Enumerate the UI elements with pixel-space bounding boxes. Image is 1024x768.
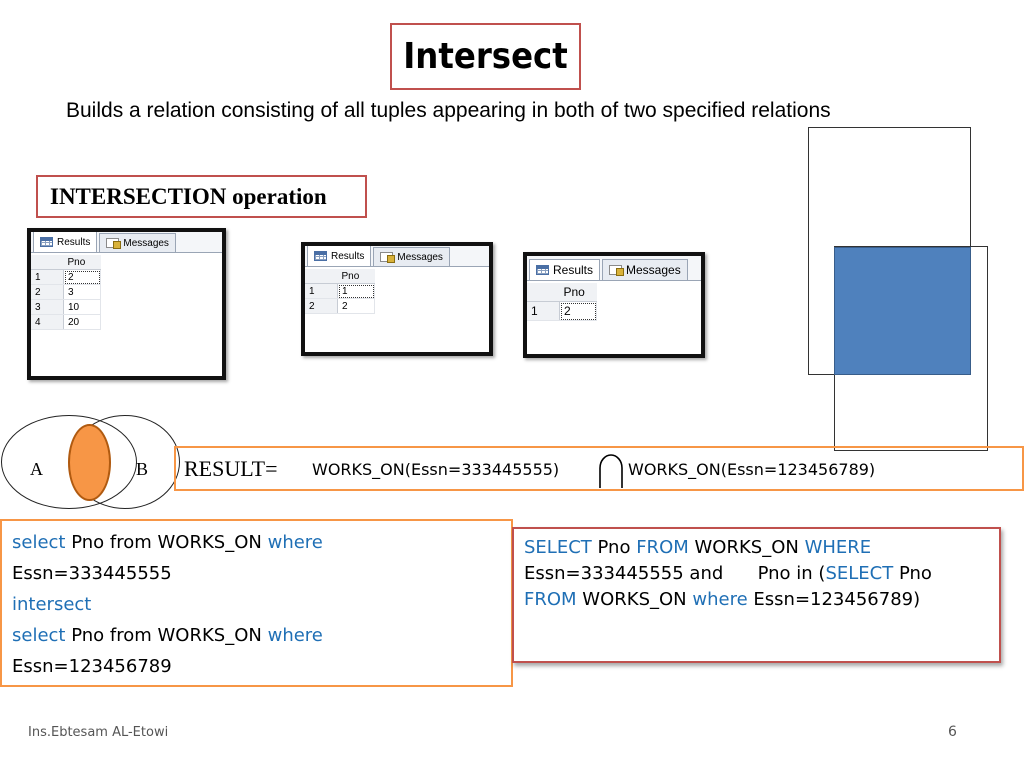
row-number[interactable]: 1: [305, 283, 338, 299]
cell-pno[interactable]: 1: [337, 283, 375, 299]
row-number[interactable]: 2: [305, 298, 338, 314]
tab-messages[interactable]: Messages: [373, 247, 450, 266]
tab-messages[interactable]: Messages: [602, 259, 688, 280]
tab-results-label: Results: [553, 263, 594, 277]
messages-icon: [106, 238, 122, 249]
venn-label-a: A: [30, 459, 43, 479]
query-line: FROM WORKS_ON where Essn=123456789): [524, 587, 999, 613]
keyword-select: select: [12, 532, 66, 553]
nested-query-box: SELECT Pno FROM WORKS_ON WHERE Essn=3334…: [512, 527, 1001, 663]
description-text: Builds a relation consisting of all tupl…: [66, 99, 831, 122]
tab-results-label: Results: [57, 236, 91, 248]
column-header-pno[interactable]: Pno: [559, 283, 597, 302]
title-box: Intersect: [390, 23, 581, 90]
cell-pno[interactable]: 20: [63, 314, 101, 330]
query-line: select Pno from WORKS_ON where: [12, 527, 511, 558]
query-text: WORKS_ON: [582, 589, 687, 610]
tab-results[interactable]: Results: [33, 232, 98, 252]
tab-results-label: Results: [331, 250, 365, 262]
cell-pno[interactable]: 2: [559, 301, 597, 321]
intersect-symbol-icon: [599, 454, 623, 488]
row-number[interactable]: 1: [31, 269, 64, 285]
keyword-where: where: [692, 589, 748, 610]
venn-label-b: B: [136, 459, 149, 479]
footer-author: Ins.Ebtesam AL-Etowi: [28, 725, 169, 740]
query-line: Essn=333445555: [12, 563, 172, 584]
query-text: WORKS_ON: [694, 537, 799, 558]
messages-icon: [609, 265, 625, 276]
keyword-where: where: [267, 532, 323, 553]
row-number[interactable]: 3: [31, 299, 64, 315]
query-text: Pno from WORKS_ON: [71, 625, 262, 646]
result-right-operand: WORKS_ON(Essn=123456789): [628, 460, 876, 479]
cell-pno[interactable]: 3: [63, 284, 101, 300]
keyword-intersect: intersect: [12, 594, 92, 615]
keyword-where: WHERE: [804, 537, 872, 558]
query-line: Essn=333445555 and Pno in (SELECT Pno: [524, 561, 999, 587]
row-number[interactable]: 4: [31, 314, 64, 330]
intersect-query-box: select Pno from WORKS_ON where Essn=3334…: [0, 519, 513, 687]
grid-tabs: Results Messages: [31, 232, 222, 253]
query-text: Pno: [898, 563, 932, 584]
page-title: Intersect: [403, 36, 568, 77]
column-header-pno[interactable]: Pno: [337, 269, 375, 284]
row-number[interactable]: 2: [31, 284, 64, 300]
corner-cell: [305, 269, 338, 284]
corner-cell: [527, 283, 560, 302]
venn-rect-overlap: [834, 247, 971, 375]
tab-results[interactable]: Results: [307, 246, 372, 266]
operation-label: INTERSECTION operation: [50, 184, 327, 209]
tab-results[interactable]: Results: [529, 259, 601, 280]
keyword-select: SELECT: [524, 537, 592, 558]
query-text: Essn=123456789): [753, 589, 921, 610]
column-header-pno[interactable]: Pno: [63, 255, 101, 270]
operation-label-box: INTERSECTION operation: [36, 175, 367, 218]
query-line: Essn=123456789: [12, 656, 172, 677]
row-number[interactable]: 1: [527, 301, 560, 321]
keyword-select: SELECT: [825, 563, 894, 584]
grid-icon: [536, 265, 549, 275]
keyword-from: FROM: [524, 589, 577, 610]
venn-intersection: [68, 424, 111, 501]
keyword-from: FROM: [636, 537, 689, 558]
page-number: 6: [948, 724, 957, 740]
cell-pno[interactable]: 10: [63, 299, 101, 315]
result-left-operand: WORKS_ON(Essn=333445555): [312, 460, 560, 479]
query-text: Pno from WORKS_ON: [71, 532, 262, 553]
query-text: Essn=333445555 and Pno in (: [524, 563, 826, 584]
keyword-select: select: [12, 625, 66, 646]
keyword-where: where: [267, 625, 323, 646]
result-expression-box: [174, 446, 1024, 491]
tab-messages[interactable]: Messages: [99, 233, 176, 252]
cell-pno[interactable]: 2: [63, 269, 101, 285]
result-label: RESULT=: [184, 456, 278, 481]
query-text: Pno: [597, 537, 631, 558]
tab-messages-label: Messages: [626, 263, 681, 277]
grid-tabs: Results Messages: [527, 256, 701, 281]
query-line: SELECT Pno FROM WORKS_ON WHERE: [524, 535, 999, 561]
grid-icon: [40, 237, 53, 247]
cell-pno[interactable]: 2: [337, 298, 375, 314]
tab-messages-label: Messages: [397, 251, 443, 263]
grid-tabs: Results Messages: [305, 246, 489, 267]
tab-messages-label: Messages: [123, 237, 169, 249]
messages-icon: [380, 252, 396, 263]
query-line: select Pno from WORKS_ON where: [12, 620, 511, 651]
grid-icon: [314, 251, 327, 261]
corner-cell: [31, 255, 64, 270]
